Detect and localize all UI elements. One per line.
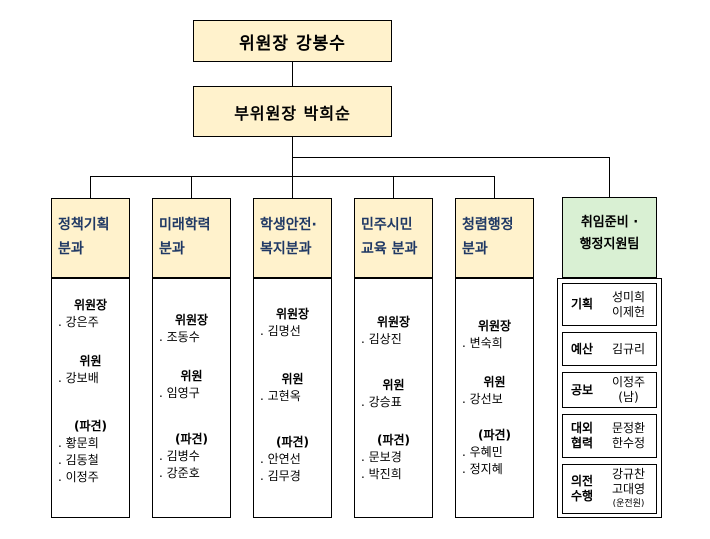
subcommittee-title-line1: 미래학력 xyxy=(159,217,211,233)
support-row-label: 수행 xyxy=(570,489,594,503)
support-row-name: 고대영 xyxy=(611,481,646,496)
role-dispatched: (파견) xyxy=(174,432,209,446)
subcommittee-body-future: 위원장 . 조동수 위원 . 임영구 (파견) . 김병수 . 강준호 xyxy=(152,278,231,518)
support-row-budget: 예산 김규리 xyxy=(562,332,657,366)
support-row-label: 협력 xyxy=(570,436,594,450)
connector-support xyxy=(292,157,610,158)
role-member: 위원 xyxy=(483,375,506,389)
role-member: 위원 xyxy=(382,378,405,392)
role-dispatched: (파견) xyxy=(73,419,108,433)
support-team-head: 취임준비 · 행정지원팀 xyxy=(562,197,657,278)
support-team-title-line2: 행정지원팀 xyxy=(579,237,640,252)
subcommittee-title-line1: 청렴행정 xyxy=(462,217,514,233)
connector-chair-vice xyxy=(292,62,293,86)
subcommittee-title-line1: 학생안전· xyxy=(260,217,317,233)
member: . 정지혜 xyxy=(462,462,503,476)
connector-vice-down xyxy=(292,137,293,157)
role-chair: 위원장 xyxy=(174,313,209,327)
member: . 김상진 xyxy=(361,332,402,346)
member: . 김병수 xyxy=(159,449,200,463)
member: . 김무경 xyxy=(260,469,301,483)
support-row-label: 기획 xyxy=(570,297,594,311)
connector-drop-2 xyxy=(191,176,192,198)
member: . 강보배 xyxy=(58,371,99,385)
member: . 조동수 xyxy=(159,330,200,344)
member: . 이정주 xyxy=(58,470,99,484)
support-row-name: 이제헌 xyxy=(611,304,646,319)
subcommittee-title-line1: 정책기획 xyxy=(58,217,110,233)
subcommittee-body-integrity: 위원장 . 변숙희 위원 . 강선보 (파견) . 우혜민 . 정지혜 xyxy=(455,278,534,518)
chair-box: 위원장 강봉수 xyxy=(193,20,392,62)
role-chair: 위원장 xyxy=(477,319,512,333)
member: . 강준호 xyxy=(159,466,200,480)
subcommittee-head-policy: 정책기획 분과 xyxy=(51,198,130,278)
role-member: 위원 xyxy=(79,354,102,368)
member: . 강은주 xyxy=(58,315,99,329)
member: . 강선보 xyxy=(462,392,503,406)
member: . 변숙희 xyxy=(462,336,503,350)
member: . 고현옥 xyxy=(260,389,301,403)
member: . 안연선 xyxy=(260,452,301,466)
member: . 강승표 xyxy=(361,395,402,409)
member: . 우혜민 xyxy=(462,445,503,459)
subcommittee-title-line1: 민주시민 xyxy=(361,217,413,233)
subcommittee-title-line2: 분과 xyxy=(58,241,84,257)
support-row-label: 공보 xyxy=(570,382,594,397)
member: . 임영구 xyxy=(159,386,200,400)
subcommittee-head-citizen: 민주시민 교육 분과 xyxy=(354,198,433,278)
support-row-name: (남) xyxy=(618,390,639,404)
connector-drop-3 xyxy=(292,176,293,198)
support-row-label: 예산 xyxy=(570,341,594,356)
member: . 김동철 xyxy=(58,453,99,467)
support-row-external: 대외 협력 문정환 한수정 xyxy=(562,414,657,458)
role-chair: 위원장 xyxy=(275,307,310,321)
support-row-protocol: 의전 수행 강규찬 고대영 (운전원) xyxy=(562,464,657,514)
chair-label: 위원장 강봉수 xyxy=(239,33,346,54)
role-dispatched: (파견) xyxy=(275,435,310,449)
vice-chair-box: 부위원장 박희순 xyxy=(193,86,392,137)
connector-drop-1 xyxy=(90,176,91,198)
role-member: 위원 xyxy=(281,372,304,386)
role-dispatched: (파견) xyxy=(376,433,411,447)
support-row-name: 이정주 xyxy=(611,375,646,389)
subcommittee-title-line2: 복지분과 xyxy=(260,241,312,257)
member: . 문보경 xyxy=(361,450,402,464)
role-chair: 위원장 xyxy=(73,298,108,312)
support-row-planning: 기획 성미희 이제헌 xyxy=(562,283,657,326)
support-row-name: 강규찬 xyxy=(611,466,646,481)
support-row-pr: 공보 이정주 (남) xyxy=(562,372,657,408)
member: . 박진희 xyxy=(361,467,402,481)
role-chair: 위원장 xyxy=(376,315,411,329)
connector-drop-5 xyxy=(494,176,495,198)
subcommittee-head-integrity: 청렴행정 분과 xyxy=(455,198,534,278)
subcommittee-body-policy: 위원장 . 강은주 위원 . 강보배 (파견) . 황문희 . 김동철 . 이정… xyxy=(51,278,130,518)
support-row-name: 문정환 xyxy=(611,421,646,435)
subcommittee-title-line2: 교육 분과 xyxy=(361,241,418,257)
subcommittee-title-line2: 분과 xyxy=(462,241,488,257)
support-row-name: 김규리 xyxy=(611,341,646,356)
support-row-name: 한수정 xyxy=(611,436,646,450)
subcommittee-title-line2: 분과 xyxy=(159,241,185,257)
support-row-name: 성미희 xyxy=(611,289,646,304)
support-row-label: 대외 xyxy=(570,421,594,435)
connector-drop-4 xyxy=(393,176,394,198)
member: . 김명선 xyxy=(260,324,301,338)
role-dispatched: (파견) xyxy=(477,428,512,442)
subcommittee-head-safety: 학생안전· 복지분과 xyxy=(253,198,332,278)
role-member: 위원 xyxy=(180,369,203,383)
connector-support-drop xyxy=(609,157,610,197)
subcommittee-head-future: 미래학력 분과 xyxy=(152,198,231,278)
subcommittee-body-safety: 위원장 . 김명선 위원 . 고현옥 (파견) . 안연선 . 김무경 xyxy=(253,278,332,518)
member: . 황문희 xyxy=(58,436,99,450)
vice-chair-label: 부위원장 박희순 xyxy=(234,103,351,123)
support-row-label: 의전 xyxy=(570,474,594,488)
subcommittee-body-citizen: 위원장 . 김상진 위원 . 강승표 (파견) . 문보경 . 박진희 xyxy=(354,278,433,518)
connector-vice-branch xyxy=(292,157,293,176)
support-team-title-line1: 취임준비 · xyxy=(580,215,639,230)
support-row-note: (운전원) xyxy=(612,498,645,509)
